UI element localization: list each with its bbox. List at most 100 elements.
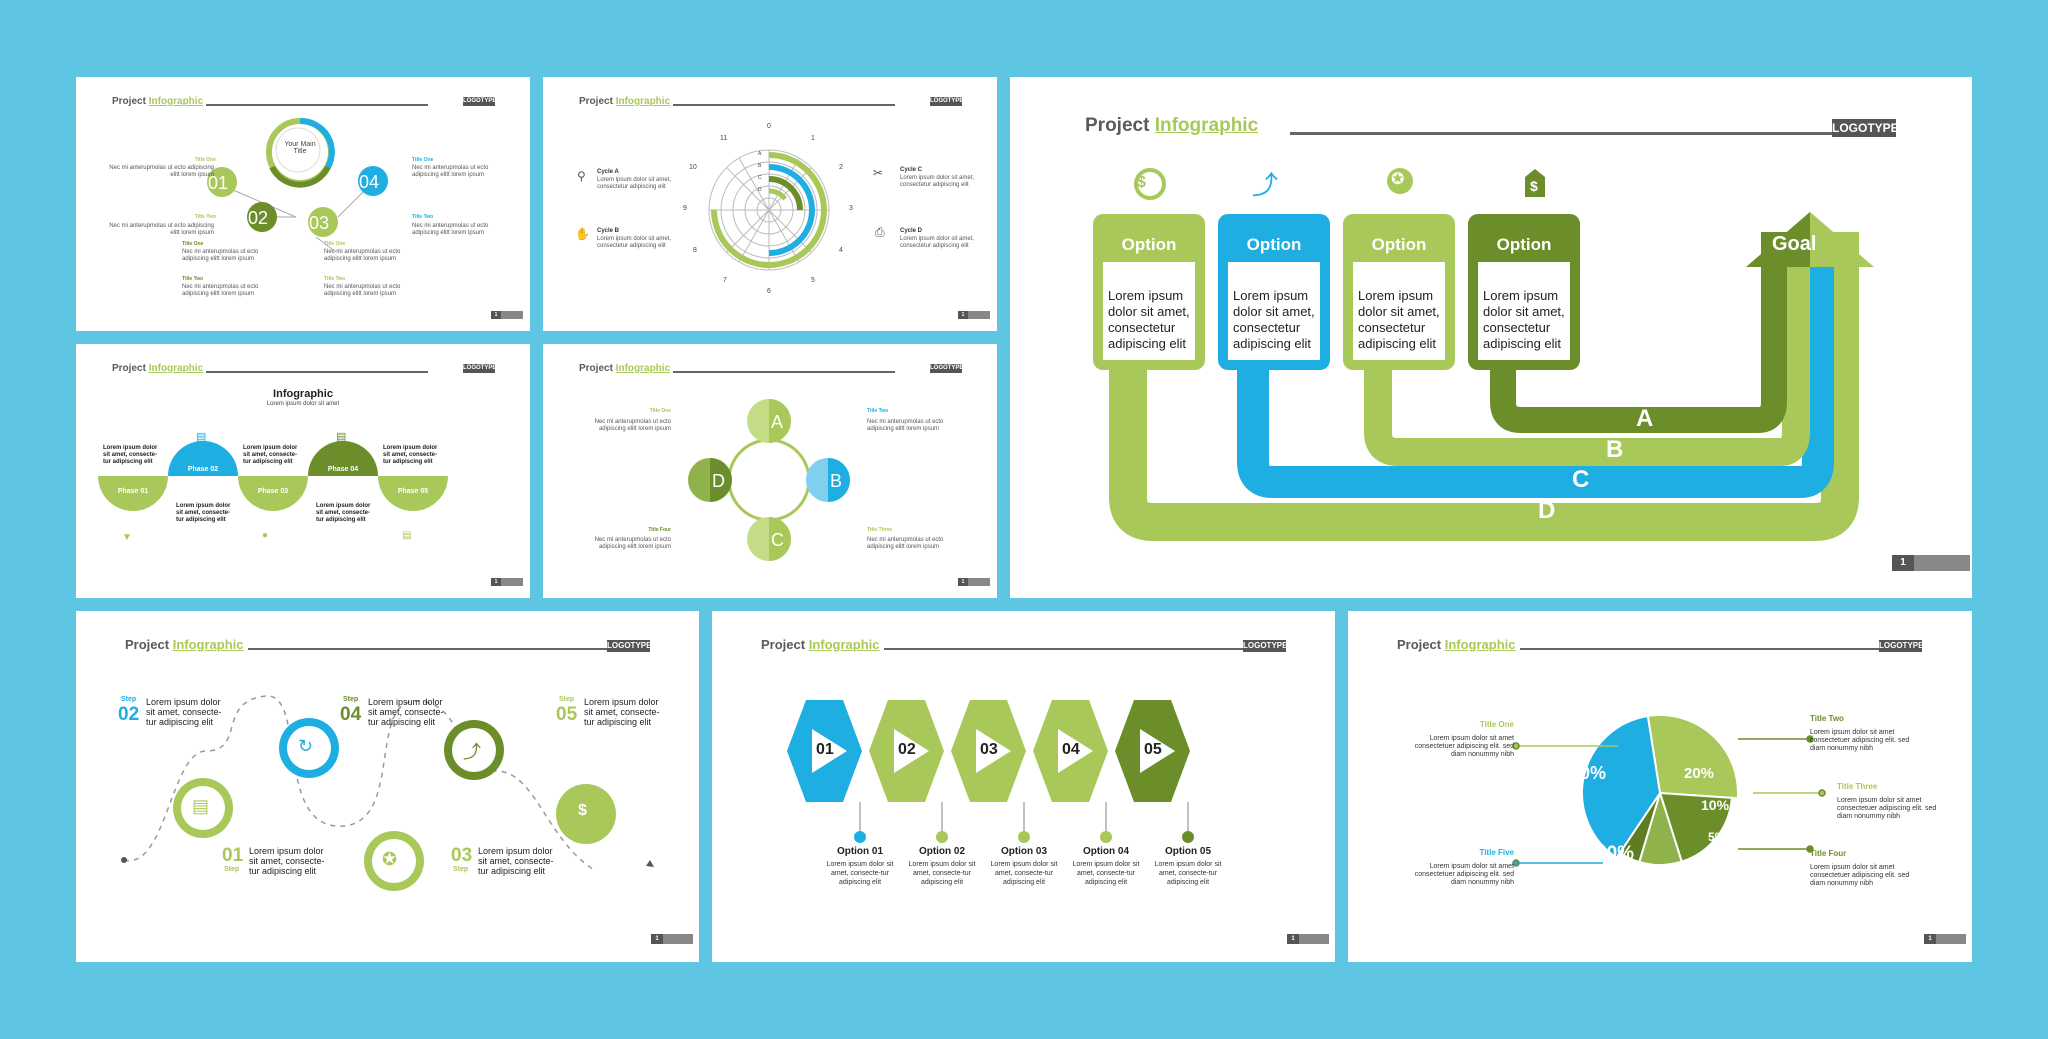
label-right-2: Title Two	[412, 214, 434, 220]
number-02: 02	[248, 208, 269, 228]
tick-10: 10	[689, 164, 697, 171]
slide-header: Project Infographic LOGOTYPE	[1010, 77, 1972, 137]
slice-label-30: 30%	[1570, 763, 1607, 783]
number-04: 04	[359, 172, 380, 192]
pie-slice	[1646, 714, 1739, 800]
option-01-text: Lorem ipsum dolor sit amet, consecte-tur…	[826, 861, 894, 886]
slide-header: Project Infographic LOGOTYPE	[543, 344, 997, 374]
header-title: Project Infographic	[579, 96, 671, 107]
tick-3: 3	[849, 205, 853, 212]
option-flow-diagram	[1093, 168, 1874, 541]
slide-hexagon-options[interactable]: Project Infographic LOGOTYPE 01 02 03 04…	[712, 611, 1335, 962]
slide-title: Infographic	[273, 388, 333, 400]
header-title: Project Infographic	[1397, 637, 1516, 652]
title-one: Title One	[1479, 720, 1514, 729]
tick-8: 8	[693, 247, 697, 254]
cycle-c-label: Cycle C	[900, 167, 923, 173]
slide-footer: 1	[1924, 934, 1966, 944]
hex-03-number: 03	[980, 741, 998, 758]
growth-chart-icon: ▤	[336, 431, 347, 443]
title-two: Title Two	[867, 408, 889, 414]
goal-label: Goal	[1772, 233, 1817, 255]
header-title: Project Infographic	[579, 363, 671, 374]
step-03-text: Lorem ipsum dolor sit amet, consecte-tur…	[478, 846, 554, 876]
phase-04-text: Lorem ipsum dolor sit amet, consecte-tur…	[316, 503, 371, 523]
tick-2: 2	[839, 164, 843, 171]
option-03-text: Lorem ipsum dolor sit amet, consecte-tur…	[990, 861, 1058, 886]
phase-chain	[98, 441, 448, 511]
logotype: LOGOTYPE	[930, 364, 964, 373]
slide-footer: 1	[1287, 934, 1329, 944]
letter-d: D	[712, 471, 725, 491]
slide-header: Project Infographic LOGOTYPE	[543, 77, 997, 107]
tick-9: 9	[683, 205, 687, 212]
body-bottom-3: Nec mi anterupmolas ut ecto adipiscing e…	[324, 249, 401, 262]
tick-7: 7	[723, 277, 727, 284]
label-bottom-4: Title Two	[324, 276, 346, 282]
tick-6: 6	[767, 288, 771, 295]
letter-c: C	[771, 530, 784, 550]
slide-subtitle: Lorem ipsum dolor sit amet	[266, 401, 340, 407]
cycle-a-label: Cycle A	[597, 169, 619, 175]
step-02-text: Lorem ipsum dolor sit amet, consecte-tur…	[146, 697, 222, 727]
body-bottom-1: Nec mi anterupmolas ut ecto adipiscing e…	[182, 249, 259, 262]
body-left-1: Nec mi anterupmolas ut ecto adipiscing e…	[109, 165, 214, 178]
slide-header: Project Infographic LOGOTYPE	[76, 611, 699, 652]
label-bottom-1: Title One	[182, 241, 204, 247]
logotype: LOGOTYPE	[607, 640, 652, 652]
split-arrows-icon: ⤴	[1252, 170, 1279, 200]
slice-label-5: 5%	[1708, 830, 1726, 844]
hex-01-number: 01	[816, 741, 834, 758]
option-02-label: Option 02	[918, 846, 966, 857]
option-2-title: Option	[1246, 235, 1302, 254]
option-01-label: Option 01	[836, 846, 884, 857]
step-01-word: Step	[224, 866, 240, 873]
path-c-label: C	[1572, 466, 1590, 493]
step-05-number: 05	[556, 704, 578, 725]
slide-footer: 1	[491, 578, 523, 586]
body-bottom-4: Nec mi anterupmolas ut ecto adipiscing e…	[324, 284, 401, 297]
slide-four-circles[interactable]: Project Infographic LOGOTYPE A B C D Tit…	[543, 344, 997, 598]
label-left-2: Title Two	[194, 214, 216, 220]
slide-header: Project Infographic LOGOTYPE	[76, 344, 530, 374]
phase-03: Phase 03	[257, 488, 289, 495]
slide-radial-cycles[interactable]: Project Infographic LOGOTYPE 0 1 2 3 4 5…	[543, 77, 997, 331]
slide-header: Project Infographic LOGOTYPE	[76, 77, 530, 107]
hex-04-number: 04	[1062, 741, 1080, 758]
option-2-text: Lorem ipsum dolor sit amet, consectetur …	[1233, 288, 1315, 351]
option-1-text: Lorem ipsum dolor sit amet, consectetur …	[1108, 288, 1190, 351]
slice-label-10: 10%	[1701, 797, 1730, 813]
title-four: Title Four	[1810, 849, 1847, 858]
slide-options-goal[interactable]: Project Infographic LOGOTYPE $ ⤴ ✪ $ Opt…	[1010, 77, 1972, 598]
cycle-d-text: Lorem ipsum dolor sit amet, consectetur …	[900, 236, 975, 249]
radial-chart	[708, 149, 830, 271]
label-bottom-3: Title One	[324, 241, 346, 247]
path-b-label: B	[1606, 436, 1624, 463]
logotype: LOGOTYPE	[463, 97, 497, 106]
title-one-text: Lorem ipsum dolor sit amet consectetuer …	[1414, 735, 1514, 758]
logotype: LOGOTYPE	[1879, 640, 1924, 652]
tick-11: 11	[720, 135, 728, 142]
logotype: LOGOTYPE	[463, 364, 497, 373]
cycle-dollar-icon: $	[1137, 174, 1146, 191]
slide-pie-chart[interactable]: Project Infographic LOGOTYPE 30% 20% 10%…	[1348, 611, 1972, 962]
ring-b: B	[758, 163, 762, 169]
steps-path-diagram	[121, 695, 654, 891]
scissors-icon: ✂	[873, 166, 884, 180]
title-two: Title Two	[1810, 714, 1844, 723]
slide-footer: 1	[1892, 555, 1970, 571]
slide-phases[interactable]: Project Infographic LOGOTYPE Infographic…	[76, 344, 530, 598]
number-03: 03	[309, 213, 330, 233]
step-01-number: 01	[222, 845, 244, 866]
option-04-text: Lorem ipsum dolor sit amet, consecte-tur…	[1072, 861, 1140, 886]
center-title: Your Main Title	[284, 141, 316, 155]
step-02-word: Step	[121, 696, 137, 703]
hex-05-number: 05	[1144, 741, 1162, 758]
slide-cycle-titles[interactable]: Project Infographic LOGOTYPE Your Main T…	[76, 77, 530, 331]
pie-chart	[1512, 714, 1826, 867]
title-three: Title Three	[1837, 782, 1878, 791]
award-icon: ✪	[382, 849, 398, 869]
step-04-word: Step	[343, 696, 359, 703]
option-04-label: Option 04	[1082, 846, 1130, 857]
slide-steps-path[interactable]: Project Infographic LOGOTYPE ▤ ↻ ✪ ⤴ $ S…	[76, 611, 699, 962]
